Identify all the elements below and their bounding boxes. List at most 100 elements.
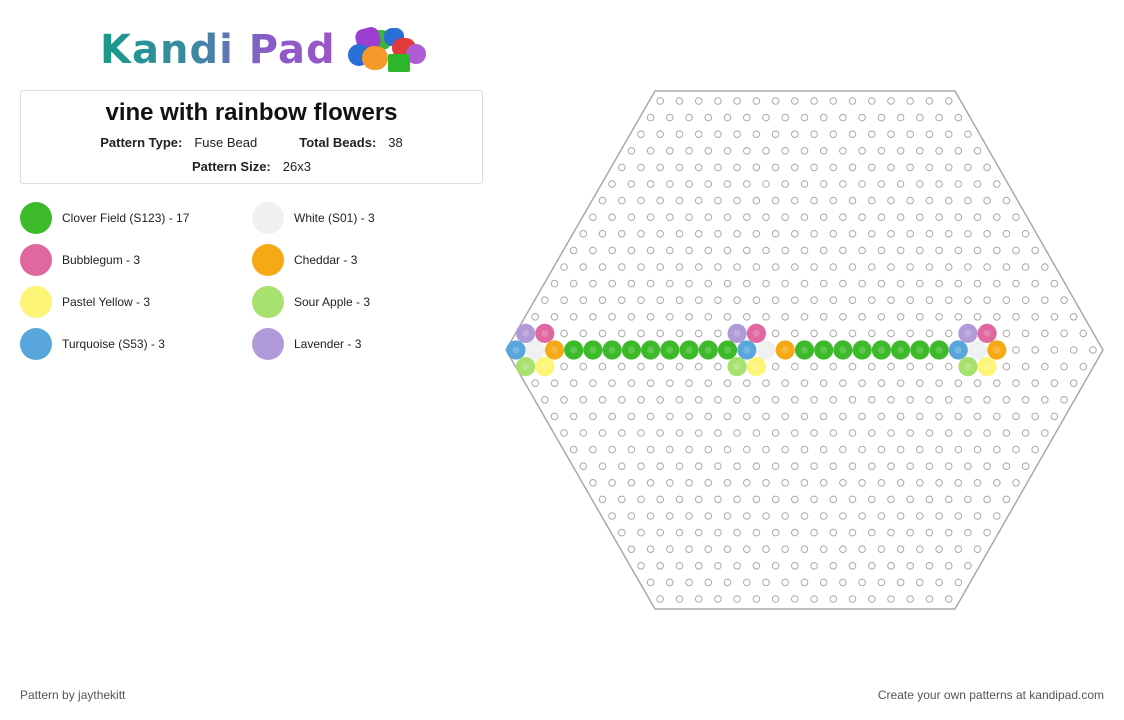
empty-peg xyxy=(916,545,924,554)
bead xyxy=(535,323,555,343)
empty-peg xyxy=(964,495,972,504)
legend-item: Cheddar - 3 xyxy=(252,244,357,276)
empty-peg xyxy=(1002,362,1011,371)
empty-peg xyxy=(839,512,847,520)
empty-peg xyxy=(656,595,665,603)
empty-peg xyxy=(1012,479,1020,487)
empty-peg xyxy=(829,230,838,238)
empty-peg xyxy=(944,528,953,537)
bead xyxy=(698,340,718,360)
empty-peg xyxy=(560,329,568,338)
empty-peg xyxy=(1079,362,1088,371)
empty-peg xyxy=(704,412,713,421)
empty-peg xyxy=(714,230,722,238)
empty-peg xyxy=(771,163,780,172)
empty-peg xyxy=(964,196,972,205)
empty-peg xyxy=(983,495,991,504)
empty-peg xyxy=(925,396,934,404)
empty-peg xyxy=(848,97,857,105)
empty-peg xyxy=(819,113,828,122)
empty-peg xyxy=(935,180,943,188)
empty-peg xyxy=(810,595,818,603)
bead-hole xyxy=(762,346,770,354)
pattern-type-label: Pattern Type: xyxy=(100,135,183,150)
empty-peg xyxy=(983,296,991,305)
empty-peg xyxy=(935,246,943,255)
empty-peg xyxy=(1060,296,1068,305)
empty-peg xyxy=(743,512,751,520)
empty-peg xyxy=(896,379,905,388)
bead-hole xyxy=(570,346,578,354)
empty-peg xyxy=(704,113,713,122)
kandipad-link[interactable]: Create your own patterns at kandipad.com xyxy=(877,688,1104,702)
empty-peg xyxy=(694,196,703,205)
empty-peg xyxy=(656,562,665,570)
empty-peg xyxy=(675,462,684,471)
empty-peg xyxy=(733,130,741,138)
empty-peg xyxy=(983,429,991,437)
empty-peg xyxy=(618,528,626,537)
empty-peg xyxy=(560,362,568,371)
empty-peg xyxy=(714,263,722,271)
empty-peg xyxy=(800,213,809,221)
empty-peg xyxy=(906,130,915,138)
empty-peg xyxy=(618,396,626,404)
empty-peg xyxy=(810,296,818,305)
empty-peg xyxy=(637,429,645,437)
empty-peg xyxy=(993,445,1001,454)
empty-peg xyxy=(762,545,770,554)
empty-peg xyxy=(973,147,982,155)
empty-peg xyxy=(858,113,866,122)
empty-peg xyxy=(743,479,751,487)
bead-hole xyxy=(733,329,741,337)
empty-peg xyxy=(666,379,674,388)
empty-peg xyxy=(771,528,780,537)
empty-peg xyxy=(868,462,876,471)
empty-peg xyxy=(541,296,549,305)
bead-hole xyxy=(685,346,693,354)
empty-peg xyxy=(925,495,934,504)
empty-peg xyxy=(627,147,636,155)
empty-peg xyxy=(598,495,607,504)
empty-peg xyxy=(589,412,597,421)
empty-peg xyxy=(819,147,828,155)
empty-peg xyxy=(868,230,876,238)
empty-peg xyxy=(646,279,655,288)
empty-peg xyxy=(868,97,876,105)
empty-peg xyxy=(762,479,770,487)
empty-peg xyxy=(675,230,684,238)
empty-peg xyxy=(771,196,780,205)
empty-peg xyxy=(935,545,943,554)
empty-peg xyxy=(589,445,597,454)
empty-peg xyxy=(964,562,972,570)
empty-peg xyxy=(935,313,943,321)
empty-peg xyxy=(1002,462,1011,471)
empty-peg xyxy=(993,379,1001,388)
bead xyxy=(958,357,978,377)
empty-peg xyxy=(1021,296,1030,305)
empty-peg xyxy=(694,429,703,437)
empty-peg xyxy=(1002,329,1011,338)
empty-peg xyxy=(848,396,857,404)
empty-peg xyxy=(819,412,828,421)
empty-peg xyxy=(896,147,905,155)
empty-peg xyxy=(579,230,588,238)
empty-peg xyxy=(598,429,607,437)
empty-peg xyxy=(1031,346,1039,354)
bead-hole xyxy=(541,363,549,371)
empty-peg xyxy=(906,495,915,504)
color-swatch xyxy=(252,202,284,234)
empty-peg xyxy=(810,130,818,138)
empty-peg xyxy=(906,396,915,404)
logo-text: Kandi Pad xyxy=(100,24,336,76)
empty-peg xyxy=(694,562,703,570)
empty-peg xyxy=(964,163,972,172)
kandipad-logo[interactable]: Kandi Pad xyxy=(100,24,426,76)
empty-peg xyxy=(829,429,838,437)
empty-peg xyxy=(598,462,607,471)
empty-peg xyxy=(964,528,972,537)
legend-label: White (S01) - 3 xyxy=(294,211,375,225)
bead-hole xyxy=(781,346,789,354)
empty-peg xyxy=(675,263,684,271)
